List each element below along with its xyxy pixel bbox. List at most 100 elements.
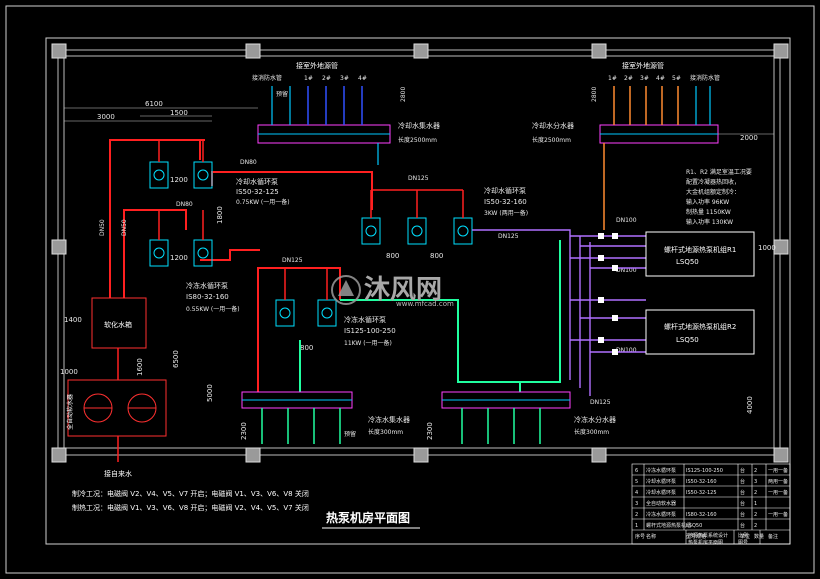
unit-r1 <box>645 231 755 277</box>
red-pipes-left <box>109 139 373 392</box>
pipe-tag: DN125 <box>282 257 303 264</box>
pump-b-model: IS50-32-160 <box>484 198 527 206</box>
header-drain-left: 接室外地源管 <box>296 61 338 70</box>
tank-label: 软化水箱 <box>104 320 132 329</box>
pipe-tag: DN100 <box>616 267 637 274</box>
table-cell: 冷冻水循环泵 <box>646 511 676 518</box>
table-cell: 2 <box>754 490 757 496</box>
table-cell: IS50-32-160 <box>686 479 717 485</box>
valves-right <box>598 233 618 355</box>
softener-label: 全自动软水器 <box>66 394 74 430</box>
pipe-tag: DN80 <box>240 159 257 166</box>
city-water-label: 接自来水 <box>104 469 132 478</box>
table-cell: IS80-32-160 <box>686 512 717 518</box>
table-cell: 台 <box>740 467 745 474</box>
table-head-cell: 序号 <box>635 533 645 540</box>
tap-label: 4# <box>358 75 367 82</box>
dim-1400: 1400 <box>64 316 82 324</box>
table-cell: 一用一备 <box>768 489 788 496</box>
tap-label: 3# <box>340 75 349 82</box>
unit-note: R1、R2 满足室温工况要 <box>686 168 752 176</box>
top-right-tap-labels: 1# 2# 3# 4# 5# 接消防水管 <box>608 74 720 82</box>
table-cell: 台 <box>740 511 745 518</box>
title-block-scale: 比例 <box>738 532 748 539</box>
equipment-table <box>631 463 791 545</box>
pump-c-label: 冷冻水循环泵 <box>186 281 228 290</box>
unit-r1-label: 螺杆式地源热泵机组R1 <box>664 245 736 254</box>
pipe-tag: DN125 <box>408 175 429 182</box>
stub-label-left: 预留 <box>276 90 288 98</box>
pump-c-model: IS80-32-160 <box>186 293 229 301</box>
pipe-tags: DN80 DN125 DN125 DN125 DN100 DN100 DN100… <box>99 159 637 406</box>
table-cell: 台 <box>740 500 745 507</box>
pump-d-model: IS125-100-250 <box>344 327 396 335</box>
dim-2800-right: 2800 <box>591 87 598 102</box>
table-cell: 3 <box>754 479 757 485</box>
table-cell: 冷却水循环泵 <box>646 478 676 485</box>
dim-1000-right: 1000 <box>758 244 776 252</box>
dim-2000: 2000 <box>740 134 758 142</box>
table-cell: 一用一备 <box>768 511 788 518</box>
table-cell: 2 <box>754 468 757 474</box>
table-cell: 2 <box>754 523 757 529</box>
unit-note: 输入功率 96KW <box>686 198 729 206</box>
dim-6100: 6100 <box>145 100 163 108</box>
dim-800c: 800 <box>430 252 443 260</box>
top-right-collector <box>599 86 719 230</box>
red-pump-risers <box>158 140 464 300</box>
table-cell: 台 <box>740 478 745 485</box>
table-cell: 螺杆式地源热泵机组 <box>646 522 691 529</box>
tap-label: 3# <box>640 75 649 82</box>
green-pipes <box>299 240 561 392</box>
drawing-frame <box>5 5 815 574</box>
watermark-text: 沐风网 <box>364 275 442 305</box>
pump-a-model: IS50-32-125 <box>236 188 279 196</box>
unit-r2-label: 螺杆式地源热泵机组R2 <box>664 322 736 331</box>
dim-1200b: 1200 <box>170 254 188 262</box>
table-cell: IS125-100-250 <box>686 468 723 474</box>
pipe-tag: DN50 <box>121 219 128 236</box>
collector-label: 冷却水分水器 <box>532 121 574 130</box>
unit-r1-model: LSQ50 <box>676 258 699 266</box>
dim-4000: 4000 <box>746 396 754 414</box>
title-block-project: 地源热泵系统设计 <box>688 532 728 539</box>
tap-label: 2# <box>624 75 633 82</box>
table-cell: 4 <box>635 490 638 496</box>
pump-b-power: 3KW (两用一备) <box>484 209 528 217</box>
pump-a-power: 0.75KW (一用一备) <box>236 198 290 206</box>
table-cell: 2 <box>635 512 638 518</box>
pump-d-label: 冷冻水循环泵 <box>344 315 386 324</box>
table-cell: 冷却水循环泵 <box>646 489 676 496</box>
tap-label: 2# <box>322 75 331 82</box>
dim-1800: 1800 <box>216 206 224 224</box>
collector-label: 冷冻水分水器 <box>574 415 616 424</box>
dim-6500: 6500 <box>172 350 180 368</box>
watermark-url: www.mfcad.com <box>396 300 454 308</box>
tap-label: 5# <box>672 75 681 82</box>
unit-note: 配置冷凝器热回收， <box>686 178 740 186</box>
collector-label: 冷却水集水器 <box>398 121 440 130</box>
table-head-cell: 数量 <box>754 533 764 540</box>
collector-label: 冷冻水集水器 <box>368 415 410 424</box>
pump-set-a <box>149 161 473 327</box>
dim-3000: 3000 <box>97 113 115 121</box>
title-block-drawing: 热泵机房平面图 <box>688 539 723 546</box>
note-heating: 制热工况：电磁阀 V1、V3、V6、V8 开启；电磁阀 V2、V4、V5、V7 … <box>72 503 309 512</box>
table-cell: 1 <box>754 501 757 507</box>
table-cell: 一用一备 <box>768 467 788 474</box>
table-cell: IS50-32-125 <box>686 490 717 496</box>
pipe-tag: DN100 <box>616 217 637 224</box>
dim-1600: 1600 <box>136 358 144 376</box>
title-block-sheet: 图号 <box>738 540 748 546</box>
pump-a-label: 冷却水循环泵 <box>236 177 278 186</box>
tap-label: 1# <box>608 75 617 82</box>
watermark <box>331 275 361 305</box>
table-cell: 台 <box>740 489 745 496</box>
header-drain-right: 接室外地源管 <box>622 61 664 70</box>
pump-b-label: 冷却水循环泵 <box>484 186 526 195</box>
tap-label: 1# <box>304 75 313 82</box>
unit-notes: R1、R2 满足室温工况要 配置冷凝器热回收， 大金机组额定制冷： 输入功率 9… <box>686 168 752 226</box>
